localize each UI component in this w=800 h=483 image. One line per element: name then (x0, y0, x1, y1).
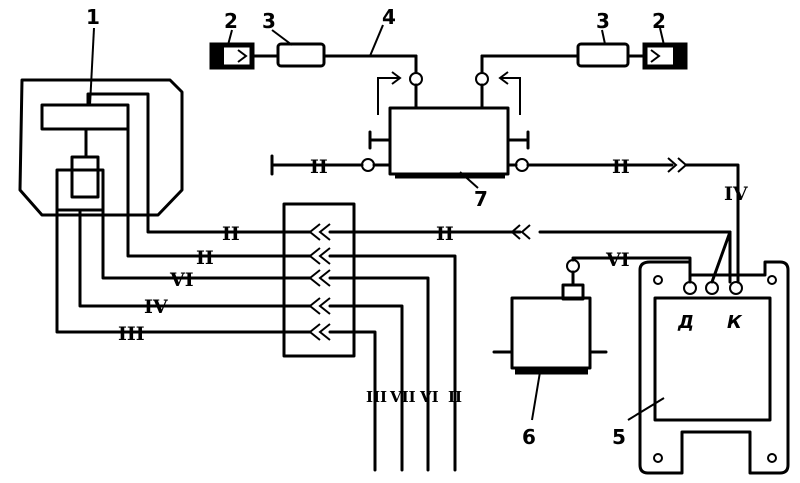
callout-leaders (89, 24, 665, 421)
left-harness-wires (55, 188, 312, 334)
callout-6: 6 (522, 425, 536, 449)
callout-7: 7 (474, 187, 488, 211)
wire-label-row5-iii: III (118, 323, 145, 345)
wire-label-bottom-ii: II (448, 388, 462, 406)
wire-label-row4-iv: IV (144, 296, 169, 318)
wire-label-bottom-vi: VI (419, 388, 439, 406)
terminal-k-label: К (727, 312, 743, 333)
connector-chevrons (308, 223, 331, 341)
terminal-labels: Д К (677, 312, 743, 333)
wire-label-row1-right-ii: II (436, 223, 454, 245)
flow-arrows (377, 71, 521, 115)
unit-5 (638, 230, 790, 475)
callout-5: 5 (612, 425, 626, 449)
wire-label-row2-ii: II (196, 247, 214, 269)
unit-7 (368, 106, 530, 179)
right-lamp-assembly (475, 42, 688, 110)
wire-label-row1-left-ii: II (222, 223, 240, 245)
wire-label-bottom-iii: III (366, 388, 387, 406)
wire-label-top-right-ii: II (612, 156, 630, 178)
terminal-d-label: Д (677, 312, 694, 333)
unit-1 (18, 78, 184, 217)
wire-label-unit6-vi: VI (605, 249, 630, 271)
unit-6 (492, 256, 692, 375)
callout-3-left: 3 (262, 9, 276, 33)
callout-numbers: 1 2 3 4 3 2 7 6 5 (86, 5, 666, 449)
wire-label-top-left-ii: II (310, 156, 328, 178)
callout-2-left: 2 (224, 9, 238, 33)
callout-4: 4 (382, 5, 396, 29)
wire-label-bottom-vii: VII (389, 388, 416, 406)
right-harness-wires (328, 224, 732, 472)
left-lamp-assembly (209, 42, 423, 110)
unit-7-side-wires (270, 154, 740, 284)
callout-3-right: 3 (596, 9, 610, 33)
callout-2-right: 2 (652, 9, 666, 33)
connector-block (282, 202, 356, 358)
callout-1: 1 (86, 5, 100, 29)
wire-label-right-iv: IV (724, 183, 749, 205)
wire-labels: II II IV II II II VI IV III VI III VII V… (118, 156, 749, 406)
wire-label-row3-vi: VI (169, 269, 194, 291)
